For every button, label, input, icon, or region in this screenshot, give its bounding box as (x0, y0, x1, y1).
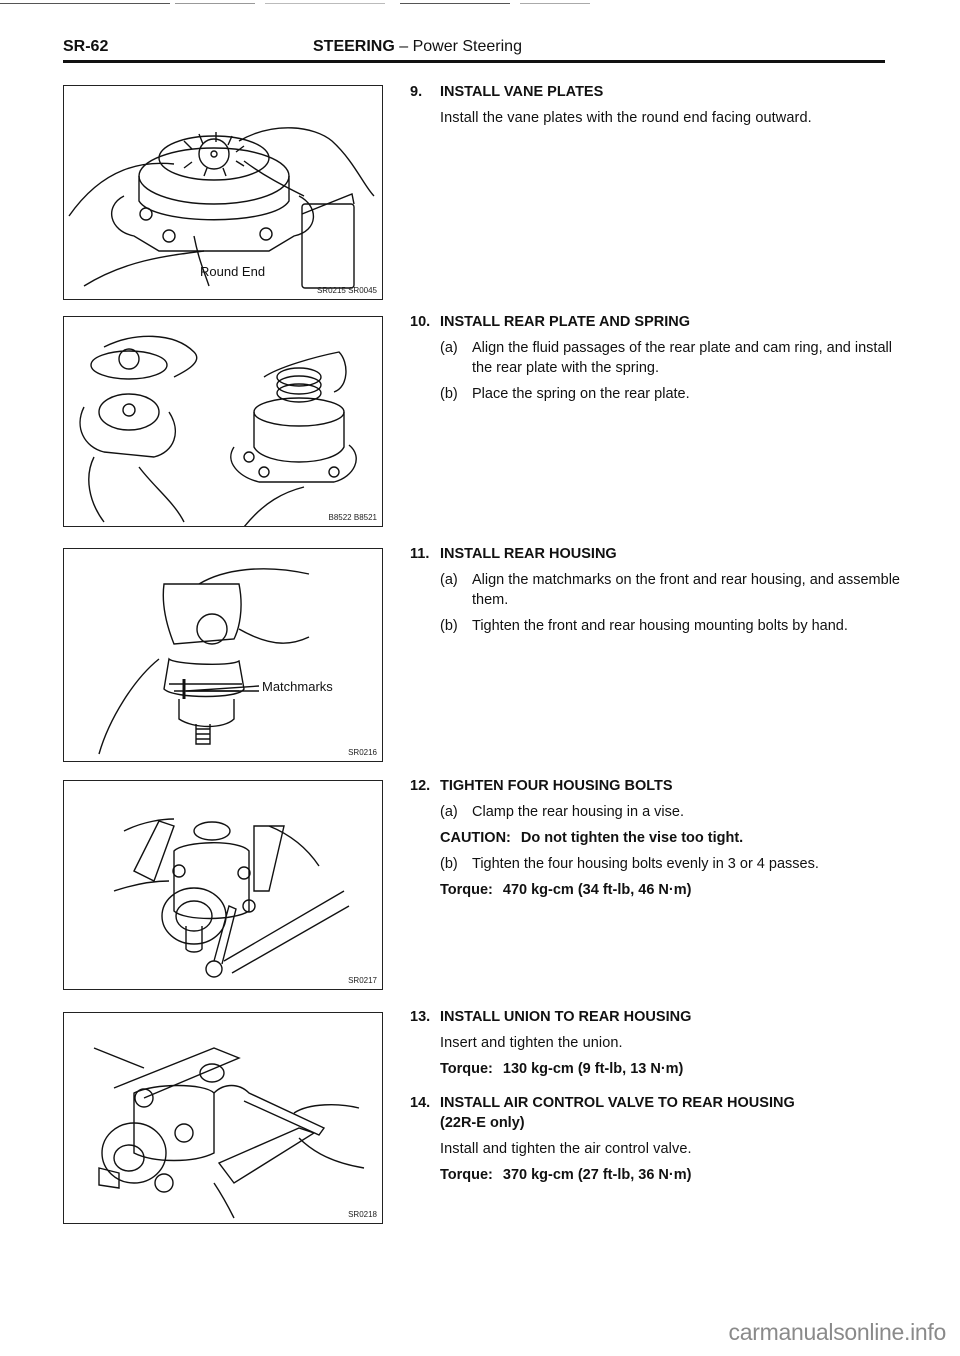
substep-b: (b) Tighten the four housing bolts evenl… (440, 856, 819, 872)
step-14: 14. INSTALL AIR CONTROL VALVE TO REAR HO… (410, 1093, 910, 1185)
step-number: 10. (410, 314, 431, 330)
callout-round-end: Round End (200, 264, 266, 279)
step-text: Install the vane plates with the round e… (440, 110, 812, 126)
step-11: 11. INSTALL REAR HOUSING (a) Align the m… (410, 544, 910, 636)
substep-b: (b) Tighten the front and rear housing m… (440, 618, 848, 634)
step-title: 13. INSTALL UNION TO REAR HOUSING (410, 1009, 692, 1025)
step-text: Insert and tighten the union. (440, 1035, 623, 1051)
figure-vane-plates: Round End SR0215 SR0045 (63, 85, 383, 300)
page-number: SR-62 (63, 38, 109, 55)
step-title: 12. TIGHTEN FOUR HOUSING BOLTS (410, 778, 673, 794)
step-9: 9. INSTALL VANE PLATES Install the vane … (410, 82, 910, 128)
page-header: SR-62 STEERING – Power Steering (63, 38, 885, 60)
figure-housing-bolts: SR0217 (63, 780, 383, 990)
step-title: 14. INSTALL AIR CONTROL VALVE TO REAR HO… (410, 1095, 795, 1131)
rear-housing-illustration-icon (98, 568, 310, 755)
section-title: STEERING – Power Steering (313, 38, 522, 55)
step-number: 11. (410, 546, 430, 562)
torque-spec: Torque:130 kg-cm (9 ft-lb, 13 N·m) (440, 1061, 684, 1077)
step-number: 13. (410, 1009, 431, 1025)
figure-rear-housing: Matchmarks SR0216 (63, 548, 383, 762)
step-12: 12. TIGHTEN FOUR HOUSING BOLTS (a) Clamp… (410, 776, 910, 900)
rear-plate-spring-illustration-icon (79, 335, 357, 526)
figure-code: SR0216 (348, 748, 377, 757)
housing-bolts-illustration-icon (113, 818, 350, 978)
watermark: carmanualsonline.info (728, 1319, 947, 1345)
torque-spec: Torque:470 kg-cm (34 ft-lb, 46 N·m) (440, 882, 692, 898)
union-wrench-illustration-icon (93, 1047, 365, 1219)
substep-a: (a) Align the matchmarks on the front an… (440, 572, 900, 608)
step-number: 14. (410, 1095, 431, 1111)
step-title: 9. INSTALL VANE PLATES (410, 84, 604, 100)
step-title: 11. INSTALL REAR HOUSING (410, 546, 617, 562)
substep-a: (a) Clamp the rear housing in a vise. (440, 804, 684, 820)
substep-b: (b) Place the spring on the rear plate. (440, 386, 690, 402)
step-13: 13. INSTALL UNION TO REAR HOUSING Insert… (410, 1007, 910, 1079)
callout-matchmarks: Matchmarks (262, 679, 333, 694)
figure-code: SR0218 (348, 1210, 377, 1219)
caution-note: CAUTION:Do not tighten the vise too tigh… (440, 830, 744, 846)
figure-rear-plate-spring: B8522 B8521 (63, 316, 383, 527)
step-number: 9. (410, 84, 423, 100)
step-title: 10. INSTALL REAR PLATE AND SPRING (410, 314, 690, 330)
pump-vane-illustration-icon (68, 127, 375, 289)
figure-code: SR0215 SR0045 (316, 286, 377, 295)
scan-artifact-line (0, 3, 960, 4)
figure-code: B8522 B8521 (328, 513, 378, 522)
figure-union: SR0218 (63, 1012, 383, 1224)
header-rule (63, 60, 885, 63)
substep-a: (a) Align the fluid passages of the rear… (440, 340, 892, 376)
step-10: 10. INSTALL REAR PLATE AND SPRING (a) Al… (410, 312, 910, 404)
torque-spec: Torque:370 kg-cm (27 ft-lb, 36 N·m) (440, 1167, 692, 1183)
step-text: Install and tighten the air control valv… (440, 1141, 692, 1157)
step-number: 12. (410, 778, 431, 794)
figure-code: SR0217 (348, 976, 377, 985)
